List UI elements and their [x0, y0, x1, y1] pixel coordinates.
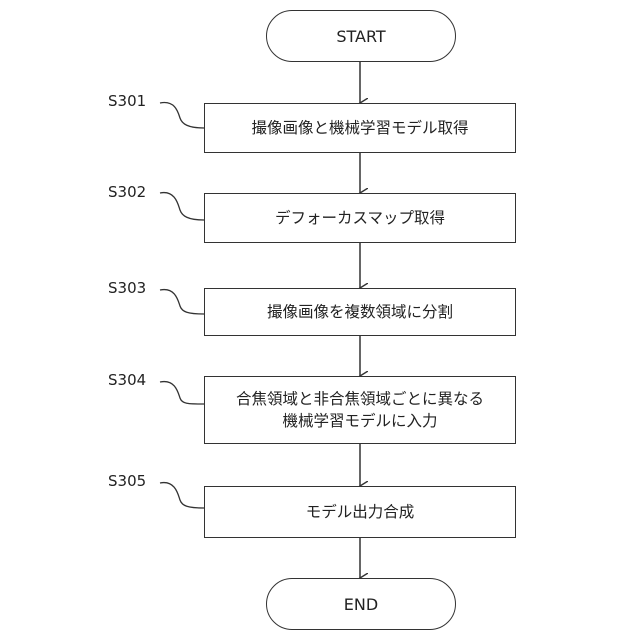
- step-id-s301: S301: [108, 92, 146, 110]
- step-s301-text: 撮像画像と機械学習モデル取得: [251, 117, 468, 139]
- step-s302-text: デフォーカスマップ取得: [275, 207, 445, 229]
- leader-s305: [160, 483, 204, 508]
- step-s304-line2: 機械学習モデルに入力: [282, 410, 437, 432]
- step-id-s303: S303: [108, 279, 146, 297]
- step-id-s305: S305: [108, 472, 146, 490]
- step-id-s302: S302: [108, 183, 146, 201]
- step-s303-box: 撮像画像を複数領域に分割: [204, 288, 516, 336]
- end-label: END: [344, 595, 378, 614]
- step-s301-box: 撮像画像と機械学習モデル取得: [204, 103, 516, 153]
- step-s304-text: 合焦領域と非合焦領域ごとに異なる 機械学習モデルに入力: [236, 388, 484, 432]
- leader-s304: [160, 382, 204, 404]
- step-s304-box: 合焦領域と非合焦領域ごとに異なる 機械学習モデルに入力: [204, 376, 516, 444]
- leader-s303: [160, 290, 204, 314]
- end-terminal: END: [266, 578, 456, 630]
- start-label: START: [336, 27, 385, 46]
- step-s305-text: モデル出力合成: [306, 501, 415, 523]
- step-s303-text: 撮像画像を複数領域に分割: [267, 301, 453, 323]
- leader-s301: [160, 103, 204, 128]
- step-s304-line1: 合焦領域と非合焦領域ごとに異なる: [236, 388, 484, 410]
- step-id-s304: S304: [108, 371, 146, 389]
- step-s305-box: モデル出力合成: [204, 486, 516, 538]
- leader-s302: [160, 193, 204, 220]
- start-terminal: START: [266, 10, 456, 62]
- step-s302-box: デフォーカスマップ取得: [204, 193, 516, 243]
